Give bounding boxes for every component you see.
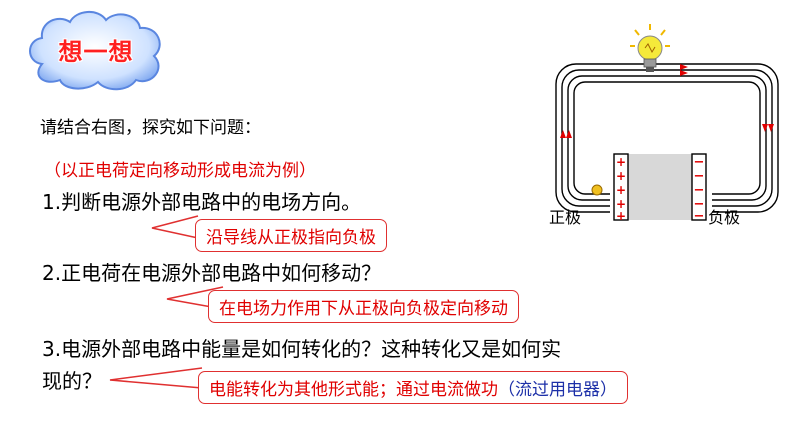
callout-pointer-1 (151, 215, 199, 239)
answer-2: 在电场力作用下从正极向负极定向移动 (208, 290, 519, 323)
cloud-title: 想一想 (58, 37, 134, 66)
plus-sign: + (616, 169, 626, 183)
minus-sign: − (694, 155, 705, 170)
minus-sign: − (694, 183, 705, 198)
hint-text: （以正电荷定向移动形成电流为例） (44, 161, 316, 181)
plus-sign: + (616, 209, 626, 223)
minus-sign: − (694, 209, 705, 224)
negative-plate (691, 153, 707, 221)
arrow-left-2 (566, 130, 572, 138)
positive-terminal-label: 正极 (549, 208, 582, 227)
plus-sign: + (616, 197, 626, 211)
plus-sign: + (616, 155, 626, 169)
lightbulb-icon (630, 24, 670, 72)
positive-plate (613, 153, 629, 221)
arrow-top-right-1 (680, 64, 688, 70)
question-3-line-1: 3.电源外部电路中能量是如何转化的？这种转化又是如何实 (42, 337, 562, 361)
minus-sign: − (694, 169, 705, 184)
question-1: 1.判断电源外部电路中的电场方向。 (42, 190, 362, 214)
positive-charge-dot (591, 184, 603, 196)
callout-pointer-3 (109, 367, 203, 389)
arrow-top-right-2 (680, 70, 688, 76)
current-arrows (560, 64, 774, 138)
minus-signs: − − − − − (694, 155, 705, 224)
answer-1: 沿导线从正极指向负极 (195, 219, 387, 252)
plus-sign: + (616, 183, 626, 197)
answer-3-paren: （流过用电器） (498, 380, 617, 400)
plus-signs: + + + + + (616, 155, 626, 223)
minus-sign: − (694, 197, 705, 212)
electrolyte (626, 154, 694, 220)
question-3-line-2: 现的？ (42, 369, 102, 393)
callout-pointer-2 (166, 286, 224, 310)
cloud-badge (29, 11, 161, 91)
negative-terminal-label: 负极 (708, 208, 741, 227)
question-2: 2.正电荷在电源外部电路中如何移动？ (42, 261, 382, 285)
arrow-right-1 (762, 124, 768, 132)
answer-3-main: 电能转化为其他形式能；通过电流做功 (209, 380, 498, 400)
circuit-diagram: + + + + + − − − − − (555, 24, 779, 224)
arrow-left-1 (560, 130, 566, 138)
instruction-text: 请结合右图，探究如下问题： (40, 118, 261, 138)
arrow-right-2 (768, 124, 774, 132)
answer-3: 电能转化为其他形式能；通过电流做功（流过用电器） (198, 371, 628, 404)
